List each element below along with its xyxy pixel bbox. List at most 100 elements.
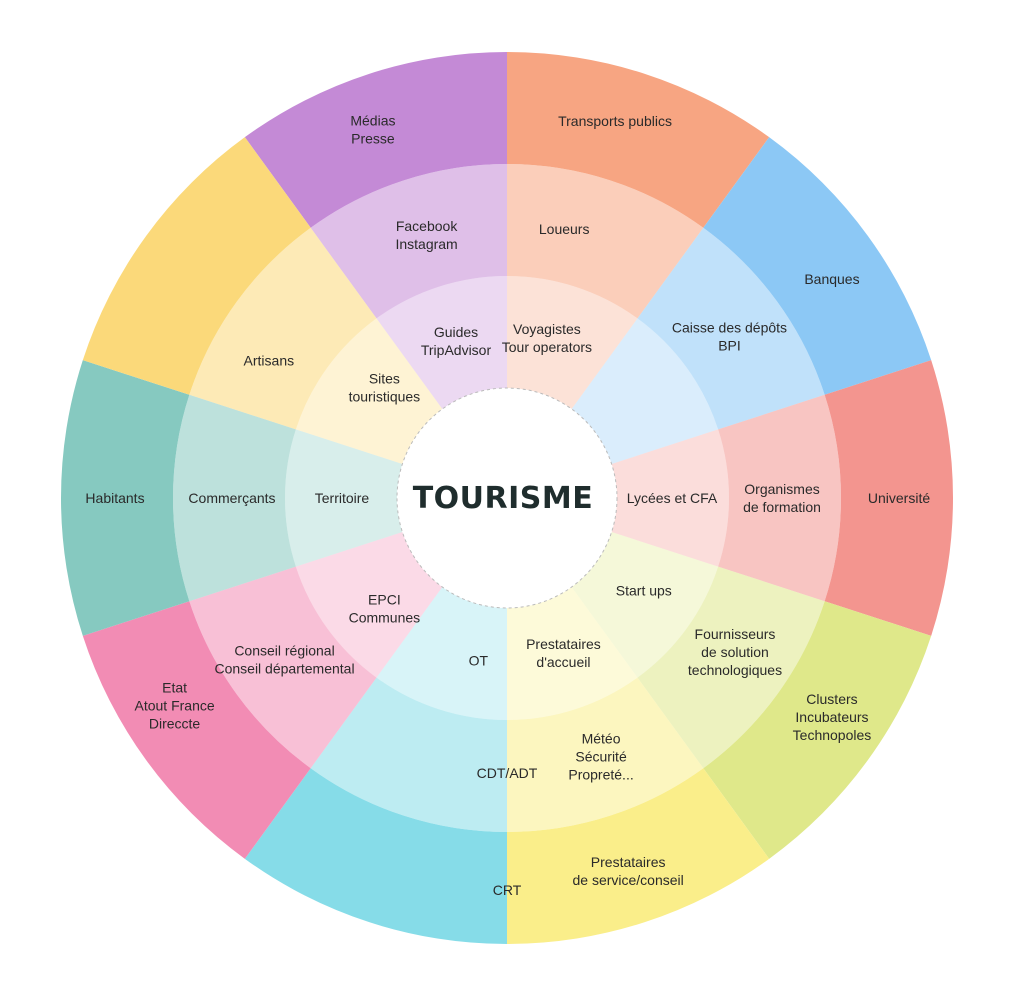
label-banques-ring-3: Banques bbox=[804, 271, 859, 287]
label-line: CRT bbox=[493, 882, 522, 898]
label-line: Instagram bbox=[395, 236, 457, 252]
label-line: Sécurité bbox=[575, 748, 627, 764]
label-line: Clusters bbox=[806, 691, 857, 707]
label-line: Territoire bbox=[315, 490, 370, 506]
label-line: Technopoles bbox=[793, 727, 872, 743]
label-habitants-ring-3: Habitants bbox=[85, 490, 144, 506]
label-line: OT bbox=[469, 652, 489, 668]
sector-prestataires-ring-1 bbox=[507, 586, 638, 720]
label-universite-ring-1: Lycées et CFA bbox=[627, 490, 718, 506]
label-line: Fournisseurs bbox=[695, 626, 776, 642]
sector-crt-ring-3 bbox=[244, 768, 507, 944]
sector-universite-ring-1 bbox=[611, 429, 729, 567]
sector-banques-ring-2 bbox=[637, 227, 825, 430]
label-line: Facebook bbox=[396, 218, 458, 234]
label-crt-ring-1: OT bbox=[469, 652, 489, 668]
label-line: de solution bbox=[701, 644, 769, 660]
sector-banques-ring-3 bbox=[703, 137, 932, 395]
label-artisans-ring-2: Artisans bbox=[244, 353, 295, 369]
label-line: de formation bbox=[743, 499, 821, 515]
label-transports-ring-3: Transports publics bbox=[558, 113, 672, 129]
label-line: Université bbox=[868, 490, 930, 506]
label-crt-ring-2: CDT/ADT bbox=[477, 765, 538, 781]
sector-universite-ring-2 bbox=[718, 394, 842, 602]
label-habitants-ring-2: Commerçants bbox=[188, 490, 275, 506]
sector-banques-ring-1 bbox=[571, 318, 719, 465]
label-line: Prestataires bbox=[526, 636, 601, 652]
sector-etat-ring-3 bbox=[82, 601, 311, 859]
sector-universite-ring-3 bbox=[824, 360, 954, 636]
label-line: technologiques bbox=[688, 662, 782, 678]
label-clusters-ring-1: Start ups bbox=[616, 582, 672, 598]
sector-transports-ring-1 bbox=[507, 276, 638, 410]
label-line: Conseil départemental bbox=[214, 661, 354, 677]
label-line: Transports publics bbox=[558, 113, 672, 129]
sector-etat-ring-2 bbox=[189, 566, 377, 769]
label-line: Presse bbox=[351, 131, 395, 147]
label-etat-ring-1: EPCI Communes bbox=[349, 591, 421, 625]
sector-habitants-ring-1 bbox=[285, 429, 403, 567]
sector-clusters-ring-2 bbox=[637, 566, 825, 769]
label-transports-ring-2: Loueurs bbox=[539, 221, 590, 237]
label-line: Start ups bbox=[616, 582, 672, 598]
label-line: Voyagistes bbox=[513, 321, 581, 337]
label-universite-ring-3: Université bbox=[868, 490, 930, 506]
label-prestataires-ring-3: Prestataires de service/conseil bbox=[572, 854, 683, 888]
label-line: EPCI bbox=[368, 591, 401, 607]
label-line: BPI bbox=[718, 337, 741, 353]
sector-transports-ring-3 bbox=[507, 52, 770, 228]
label-line: Tour operators bbox=[502, 339, 592, 355]
label-line: Prestataires bbox=[591, 854, 666, 870]
sector-medias-ring-2 bbox=[310, 164, 507, 319]
sector-prestataires-ring-2 bbox=[507, 677, 704, 832]
sector-etat-ring-1 bbox=[295, 531, 443, 678]
sector-artisans-ring-3 bbox=[82, 137, 311, 395]
label-line: Commerçants bbox=[188, 490, 275, 506]
sector-medias-ring-1 bbox=[376, 276, 507, 410]
sector-crt-ring-2 bbox=[310, 677, 507, 832]
sectors-layer bbox=[61, 52, 954, 944]
label-line: Artisans bbox=[244, 353, 295, 369]
label-line: Propreté... bbox=[568, 766, 633, 782]
label-line: Loueurs bbox=[539, 221, 590, 237]
sector-clusters-ring-1 bbox=[571, 531, 719, 678]
label-line: Médias bbox=[350, 113, 395, 129]
label-line: Atout France bbox=[134, 698, 214, 714]
sector-prestataires-ring-3 bbox=[507, 768, 770, 944]
label-artisans-ring-1: Sites touristiques bbox=[349, 371, 421, 405]
label-line: Banques bbox=[804, 271, 859, 287]
center-disc bbox=[396, 387, 618, 609]
label-line: Sites bbox=[369, 371, 400, 387]
sector-artisans-ring-2 bbox=[189, 227, 377, 430]
label-line: Météo bbox=[582, 730, 621, 746]
sector-transports-ring-2 bbox=[507, 164, 704, 319]
label-crt-ring-3: CRT bbox=[493, 882, 522, 898]
label-line: Guides bbox=[434, 324, 478, 340]
label-line: Habitants bbox=[85, 490, 144, 506]
sector-habitants-ring-2 bbox=[173, 394, 296, 602]
sector-habitants-ring-3 bbox=[61, 360, 190, 636]
sector-medias-ring-3 bbox=[244, 52, 507, 228]
label-line: de service/conseil bbox=[572, 872, 683, 888]
label-line: Lycées et CFA bbox=[627, 490, 718, 506]
label-line: Organismes bbox=[744, 481, 819, 497]
label-habitants-ring-1: Territoire bbox=[315, 490, 370, 506]
label-line: Conseil régional bbox=[234, 643, 334, 659]
label-clusters-ring-2: Fournisseurs de solution technologiques bbox=[688, 626, 782, 678]
sector-artisans-ring-1 bbox=[295, 318, 443, 465]
label-line: Communes bbox=[349, 609, 421, 625]
label-line: Etat bbox=[162, 680, 187, 696]
label-line: d'accueil bbox=[536, 654, 590, 670]
label-line: touristiques bbox=[349, 389, 421, 405]
